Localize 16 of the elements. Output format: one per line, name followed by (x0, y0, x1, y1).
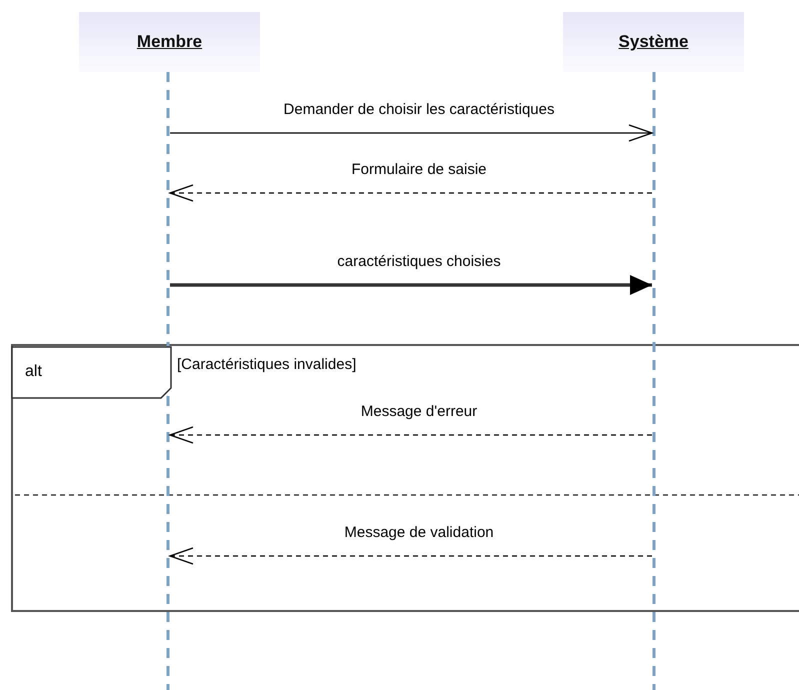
message-arrow (169, 184, 652, 202)
lifeline (166, 72, 170, 690)
message-label: Demander de choisir les caractéristiques (282, 101, 556, 118)
guard-condition: [Caractéristiques invalides] (177, 356, 356, 373)
message-arrow (170, 124, 653, 142)
fragment-tag (11, 346, 173, 400)
lifeline (652, 72, 656, 690)
operator-label: alt (25, 363, 42, 381)
message-arrow (169, 547, 652, 565)
participant-name: Système (618, 32, 688, 52)
participant-box (563, 12, 744, 72)
participant-name: Membre (136, 32, 202, 52)
message-arrow (169, 426, 652, 444)
participant-box (79, 12, 260, 72)
message-label: caractéristiques choisies (335, 253, 503, 270)
message-arrow (170, 275, 652, 295)
